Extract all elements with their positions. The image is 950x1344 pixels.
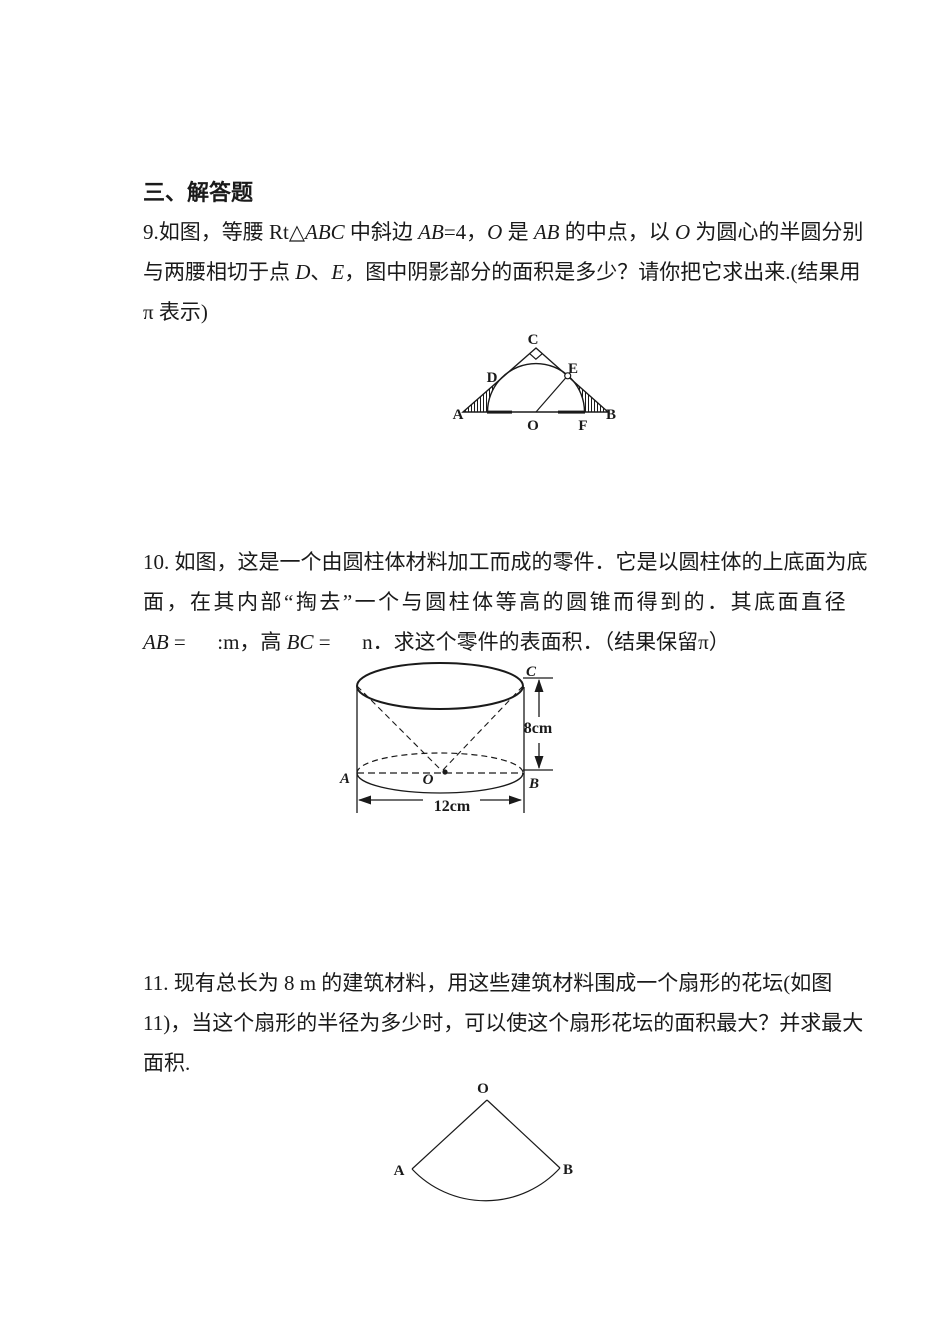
point-label-A: A bbox=[394, 1163, 405, 1179]
point-label-E: E bbox=[568, 361, 578, 377]
diameter-dimension-label: 12cm bbox=[434, 798, 471, 815]
problem-11: 11. 现有总长为 8 m 的建筑材料，用这些建筑材料围成一个扇形的花坛(如图 … bbox=[143, 963, 864, 1083]
height-arrow-up-icon bbox=[534, 679, 544, 692]
problem-9-line-3: π 表示) bbox=[143, 300, 208, 324]
top-ellipse bbox=[356, 662, 524, 710]
radius-line-OE bbox=[535, 372, 571, 413]
vertex-label-B: B bbox=[528, 776, 539, 792]
point-label-F: F bbox=[578, 418, 587, 434]
center-label-O: O bbox=[527, 418, 539, 434]
section-heading: 三、解答题 bbox=[143, 180, 254, 205]
shaded-region-right bbox=[567, 375, 608, 412]
triangle-semicircle-figure: C A B D E O F bbox=[453, 332, 616, 434]
cylinder-cone-figure: 8cm 12cm C A B O bbox=[339, 662, 553, 815]
center-label-O: O bbox=[423, 772, 434, 788]
problem-10: 10. 如图，这是一个由圆柱体材料加工而成的零件．它是以圆柱体的上底面为底 面，… bbox=[143, 542, 868, 662]
diameter-arrow-left-icon bbox=[358, 795, 371, 805]
point-label-B: B bbox=[563, 1162, 573, 1178]
center-dot-O bbox=[442, 769, 448, 775]
height-dimension-label: 8cm bbox=[524, 720, 553, 737]
apex-label-O: O bbox=[477, 1081, 489, 1097]
base-thick-segment-right bbox=[558, 410, 585, 414]
vertex-label-C: C bbox=[526, 664, 537, 680]
tangent-point-marker-E bbox=[564, 372, 572, 380]
diameter-arrow-right-icon bbox=[509, 795, 522, 805]
vertex-label-C: C bbox=[528, 332, 539, 348]
sector-figure: O A B bbox=[394, 1081, 573, 1202]
problem-11-line-3: 面积. bbox=[143, 1051, 191, 1075]
problem-9-line-1: 9.如图，等腰 Rt△ABC 中斜边 AB=4，O 是 AB 的中点，以 O 为… bbox=[143, 220, 864, 244]
bottom-ellipse-back-dashed bbox=[356, 752, 524, 774]
right-angle-mark bbox=[529, 353, 543, 360]
height-arrow-down-icon bbox=[534, 756, 544, 769]
point-label-D: D bbox=[487, 370, 498, 386]
problem-10-line-2: 面，在其内部“掏去”一个与圆柱体等高的圆锥而得到的．其底面直径 bbox=[143, 590, 849, 614]
sector-arc-AB bbox=[411, 1167, 561, 1202]
problem-11-line-1: 11. 现有总长为 8 m 的建筑材料，用这些建筑材料围成一个扇形的花坛(如图 bbox=[143, 971, 833, 995]
shaded-region-left bbox=[463, 375, 505, 412]
sector-radius-OB bbox=[486, 1099, 561, 1169]
bottom-ellipse-front bbox=[356, 772, 524, 794]
base-thick-segment-left bbox=[487, 410, 512, 414]
vertex-label-B: B bbox=[606, 407, 616, 423]
problem-10-line-1: 10. 如图，这是一个由圆柱体材料加工而成的零件．它是以圆柱体的上底面为底 bbox=[143, 550, 868, 574]
semicircle-arc bbox=[486, 362, 586, 413]
problem-11-line-2: 11)，当这个扇形的半径为多少时，可以使这个扇形花坛的面积最大？并求最大 bbox=[143, 1011, 864, 1035]
cone-edge-left-dashed bbox=[356, 685, 443, 772]
sector-radius-OA bbox=[411, 1099, 488, 1170]
vertex-label-A: A bbox=[453, 407, 464, 423]
problem-10-line-3: AB = :m，高 BC = n．求这个零件的表面积．（结果保留π） bbox=[143, 630, 730, 654]
vertex-label-A: A bbox=[339, 771, 350, 787]
problem-9-line-2: 与两腰相切于点 D、E，图中阴影部分的面积是多少？请你把它求出来.(结果用 bbox=[143, 260, 861, 284]
problem-9: 9.如图，等腰 Rt△ABC 中斜边 AB=4，O 是 AB 的中点，以 O 为… bbox=[143, 212, 864, 332]
